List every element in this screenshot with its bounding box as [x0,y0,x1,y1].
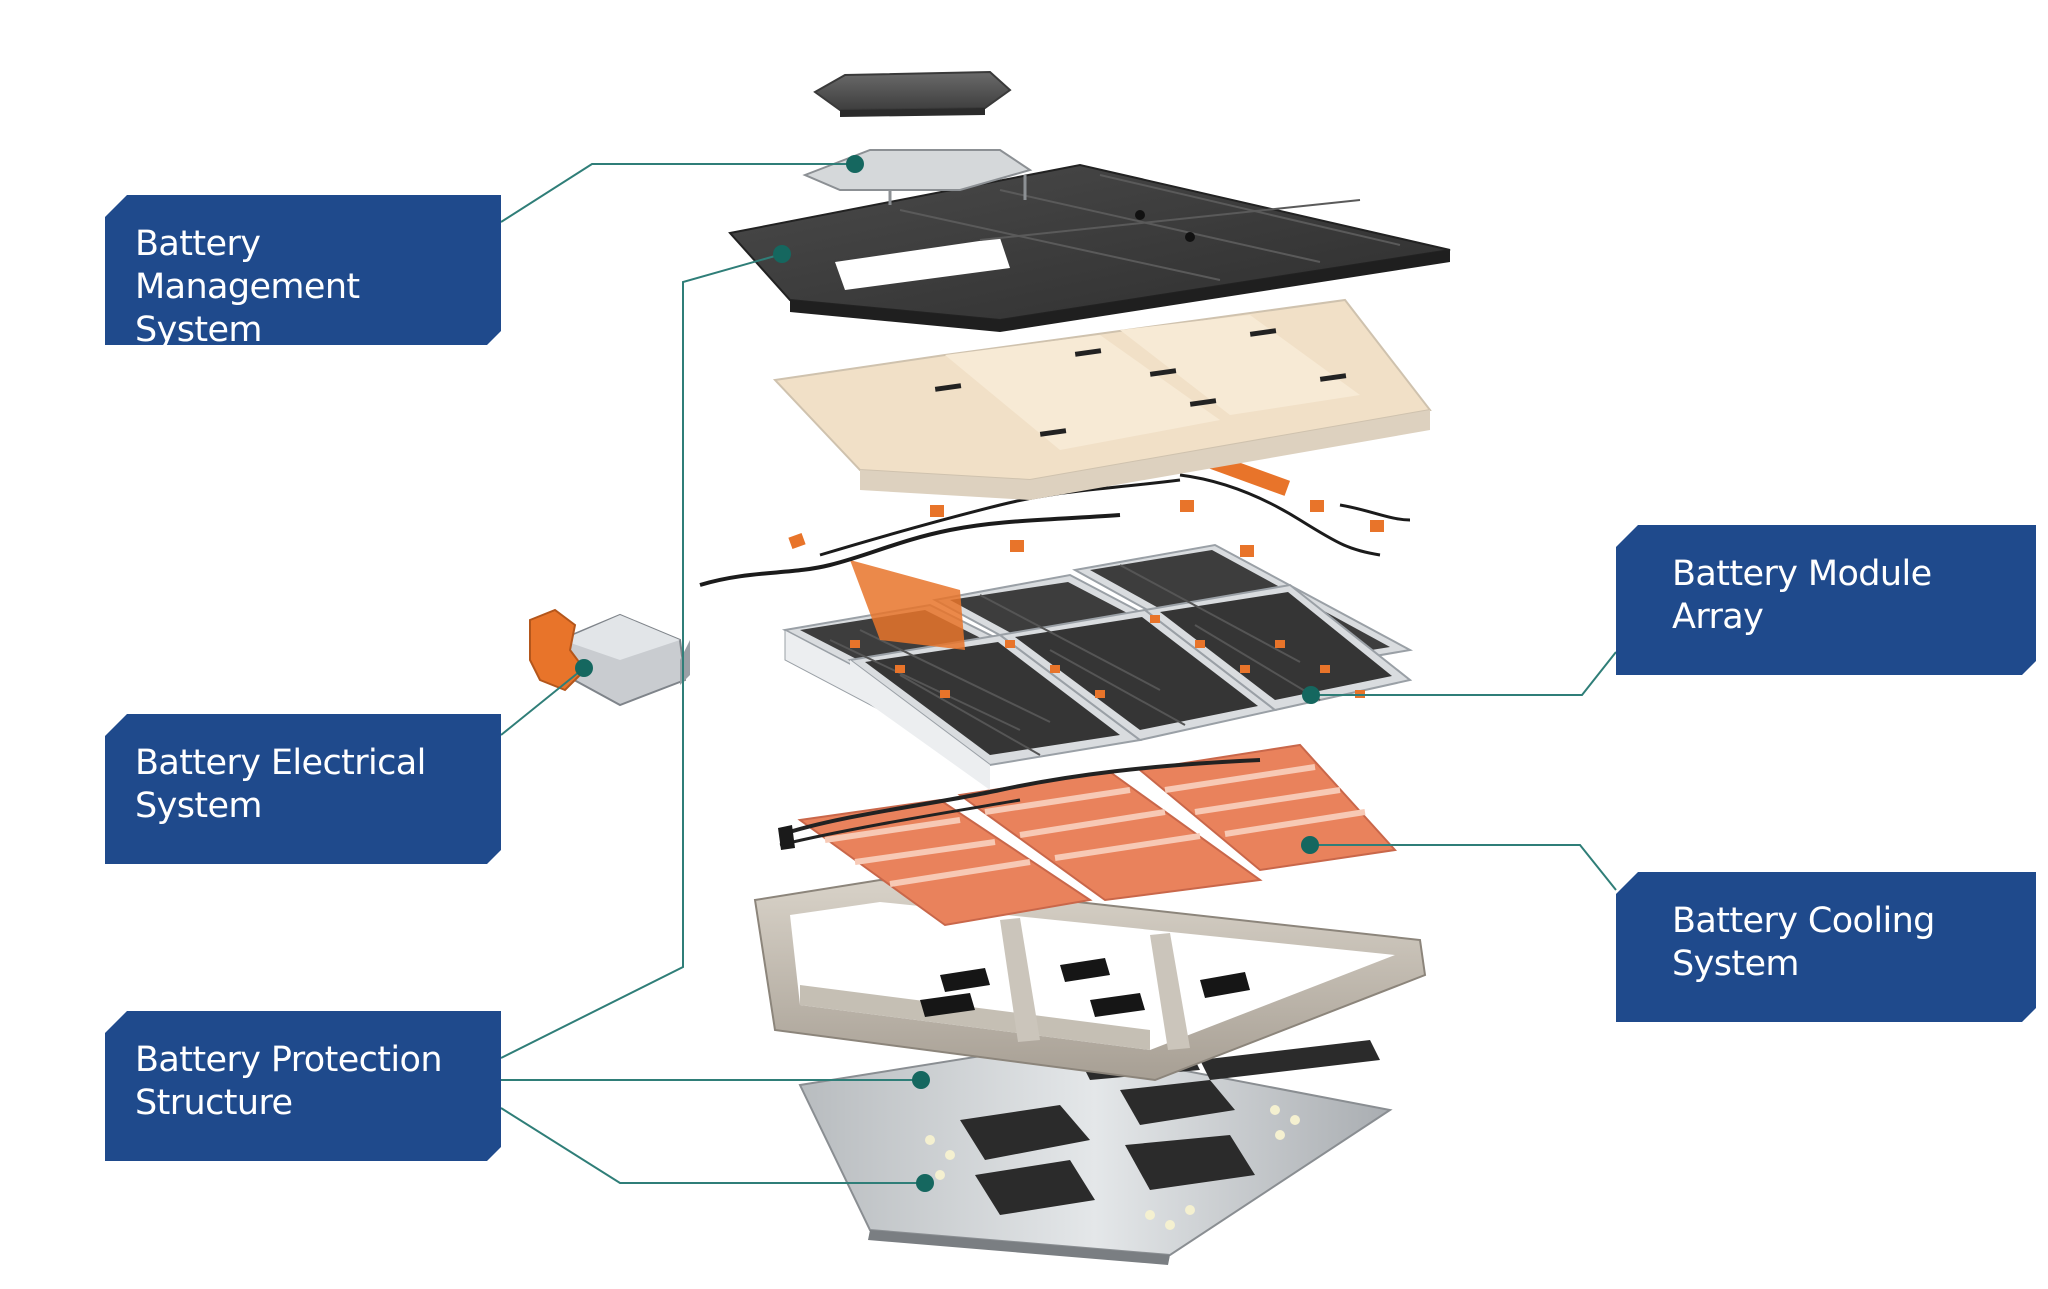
top-lid [728,163,1451,332]
leader-line-bps-lid [500,253,783,1059]
leader-dot-bcs [1301,836,1319,854]
leader-dot-bps-base2 [916,1174,934,1192]
callout-label: Battery Module Array [1672,554,1932,637]
leader-dot-bps-base1 [912,1071,930,1089]
leader-line-bma [1311,651,1617,696]
cooling-plates [778,743,1397,927]
leader-dot-bes [575,659,593,677]
callout-battery-module-array: Battery Module Array [1616,525,2036,675]
callout-label: Battery Protection Structure [135,1040,442,1123]
battery-module-array [781,543,1414,790]
leader-dot-bma [1302,686,1320,704]
leader-dot-bps-lid [773,245,791,263]
callout-label: Battery Cooling System [1672,901,1935,984]
leader-line-bes [500,667,585,736]
leader-line-bms [500,163,855,223]
insulation-layer [772,298,1432,500]
bms-cover [813,70,1012,117]
bottom-base-plate [798,1040,1393,1265]
leader-dot-bms [846,155,864,173]
battery-tray-frame [753,878,1427,1082]
callout-battery-protection-structure: Battery Protection Structure [105,1011,501,1161]
leader-line-bcs [1310,844,1617,891]
callout-label: Battery Management System [135,224,360,350]
callout-battery-management-system: Battery Management System [105,195,501,345]
callout-label: Battery Electrical System [135,743,426,826]
callout-battery-electrical-system: Battery Electrical System [105,714,501,864]
electrical-junction-box [529,608,690,707]
callout-battery-cooling-system: Battery Cooling System [1616,872,2036,1022]
leader-line-bps-base2 [500,1107,925,1184]
